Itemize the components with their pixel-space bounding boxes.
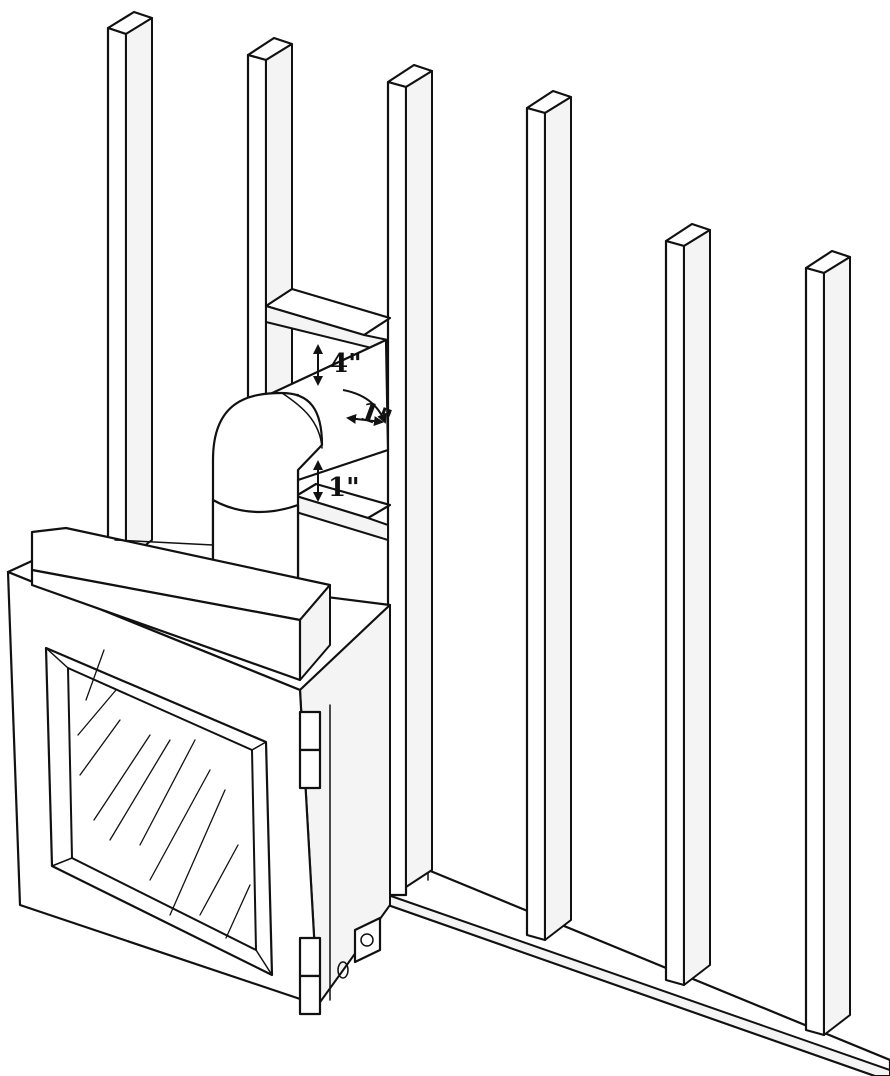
stud-3 xyxy=(386,63,434,897)
door-hinges xyxy=(298,710,322,1016)
stud-4 xyxy=(525,89,573,942)
stud-5 xyxy=(664,222,712,987)
dimension-bottom-clearance: 1" xyxy=(313,460,360,503)
wall-studs xyxy=(106,10,852,1037)
dim-bottom-text: 1" xyxy=(328,473,360,503)
stud-1 xyxy=(106,10,154,562)
control-knob-panel xyxy=(353,916,382,964)
header-top xyxy=(264,287,392,353)
gas-inlet xyxy=(337,961,349,979)
dimension-top-clearance: 4" xyxy=(313,344,362,386)
fireplace-unit xyxy=(6,526,392,1016)
glass-reflection xyxy=(77,649,251,939)
dim-top-text: 4" xyxy=(330,349,362,379)
stud-6 xyxy=(804,249,852,1037)
control-knob xyxy=(360,933,374,947)
